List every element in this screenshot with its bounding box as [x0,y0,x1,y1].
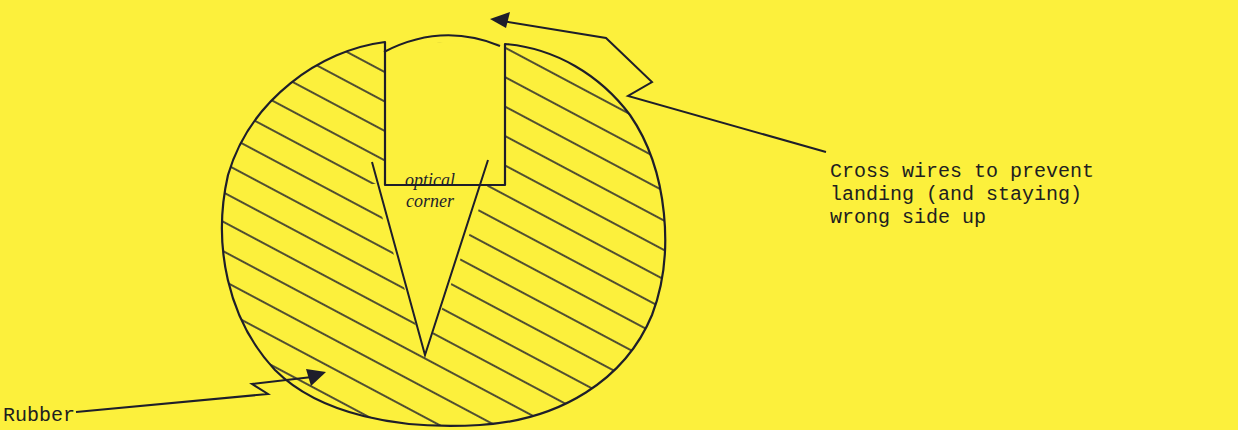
housing-outline [222,42,665,426]
leader-line [502,21,826,152]
optical-corner-region: optical corner [368,160,492,360]
rubber-hatching [200,20,700,430]
leader-line [76,377,312,412]
callout-note: Cross wires to prevent landing (and stay… [830,160,1120,229]
cross-wires [384,35,500,52]
part-name: Rubber [3,404,93,427]
arrowhead [306,369,326,386]
region-label: optical corner [394,170,466,212]
arrowhead [490,12,510,28]
